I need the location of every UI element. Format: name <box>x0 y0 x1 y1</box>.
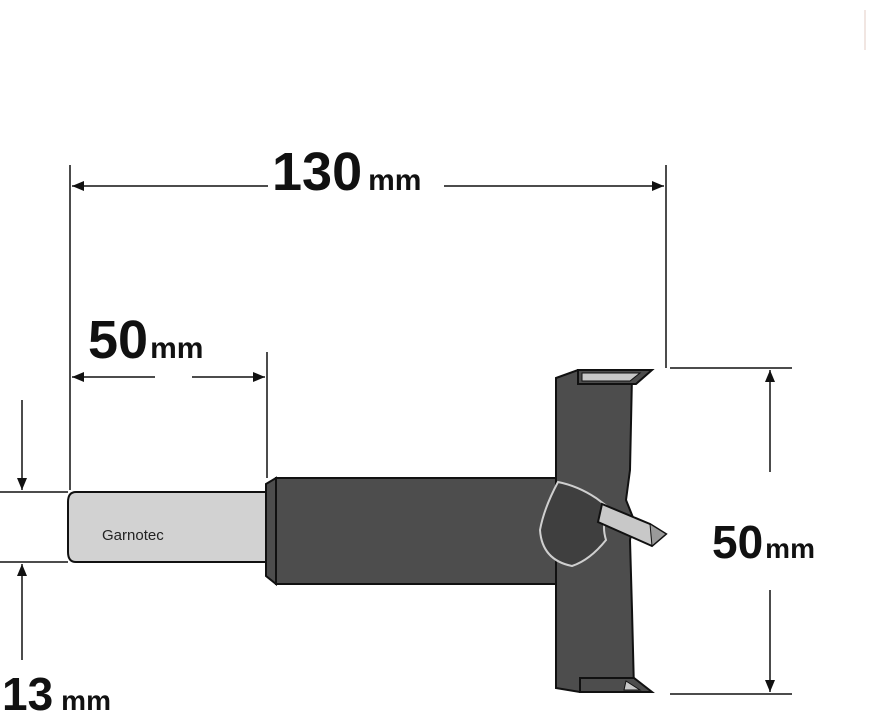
bottom-spur <box>579 677 655 693</box>
cutting-diameter-label: 50mm <box>712 516 815 568</box>
brand-label: Garnotec <box>102 527 164 544</box>
chip-flute <box>538 480 614 568</box>
body <box>275 477 557 585</box>
shank-length-label: 50mm <box>88 310 203 370</box>
body-collar <box>265 476 277 587</box>
drill-bit: Garnotec <box>67 368 668 694</box>
shank <box>67 491 267 563</box>
extension-lines <box>0 165 792 695</box>
